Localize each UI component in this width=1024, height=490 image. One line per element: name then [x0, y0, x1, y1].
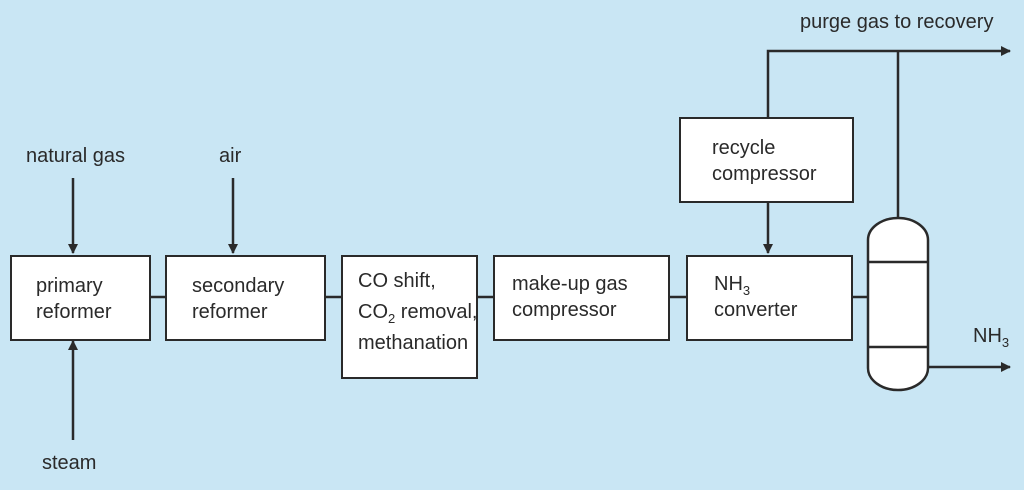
co2-removal-text: removal,	[395, 301, 478, 323]
nh3-converter-sub: 3	[742, 283, 751, 298]
co-shift-line2: CO2 removal,	[358, 297, 478, 328]
co-shift-line3: methanation	[358, 332, 469, 354]
recycle-compressor-box: recycle compressor	[679, 117, 854, 203]
nh3-product-label-sub: 3	[1001, 335, 1010, 350]
co-shift-line1: CO shift,	[358, 270, 436, 292]
nh3-converter-line2: converter	[714, 299, 798, 322]
secondary-reformer-box: secondary reformer	[165, 255, 326, 341]
makeup-compressor-line2: compressor	[512, 299, 617, 322]
secondary-reformer-line1: secondary	[192, 275, 285, 297]
primary-reformer-box: primary reformer	[10, 255, 151, 341]
natural-gas-label: natural gas	[26, 145, 125, 167]
purge-gas-arrow	[766, 46, 1011, 118]
nh3-product-label: NH3	[973, 325, 1010, 350]
nh3-converter-main: NH	[714, 273, 743, 295]
primary-reformer-line2: reformer	[36, 301, 112, 324]
recycle-compressor-line2: compressor	[712, 163, 817, 186]
recycle-compressor-line1: recycle	[712, 137, 776, 159]
nh3-converter-box: NH3 converter	[686, 255, 853, 341]
co2-main: CO	[358, 301, 388, 323]
co2-sub: 2	[388, 311, 396, 326]
makeup-compressor-line1: make-up gas	[512, 273, 628, 295]
steam-label: steam	[42, 452, 97, 474]
makeup-compressor-box: make-up gas compressor	[493, 255, 670, 341]
air-label: air	[219, 145, 242, 167]
nh3-product-label-main: NH	[973, 325, 1002, 347]
secondary-reformer-line2: reformer	[192, 301, 268, 324]
primary-reformer-line1: primary	[36, 275, 103, 297]
separator-vessel	[866, 216, 930, 392]
nh3-converter-line1: NH3	[714, 271, 851, 297]
co-shift-box: CO shift, CO2 removal, methanation	[341, 255, 478, 379]
purge-gas-label: purge gas to recovery	[800, 11, 994, 33]
